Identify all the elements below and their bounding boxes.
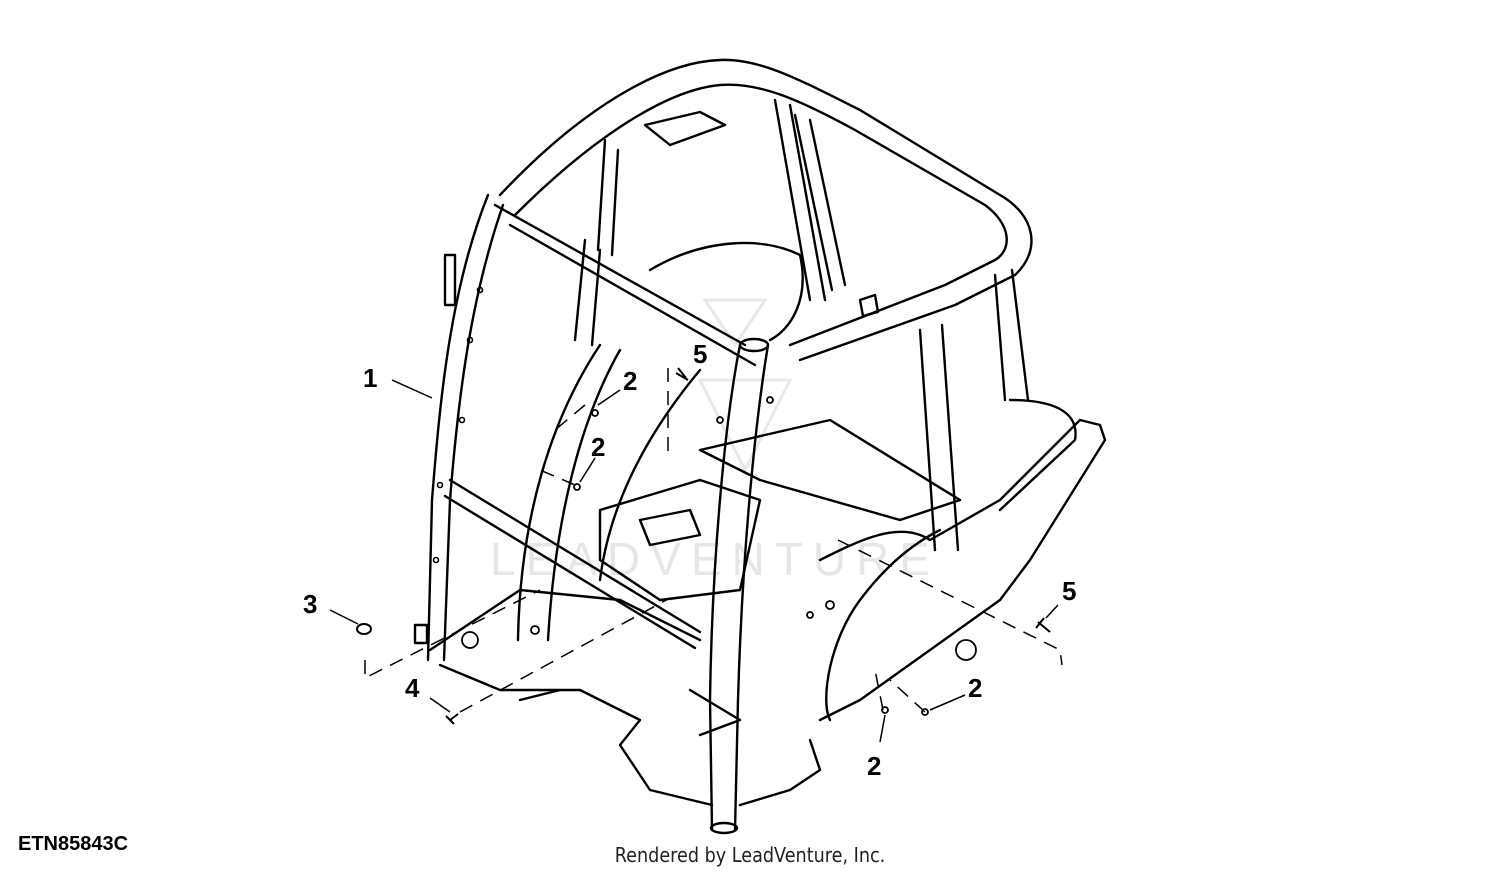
left-arch-tube bbox=[426, 193, 505, 662]
cab-frame-drawing bbox=[413, 58, 1107, 835]
callout-2-lower-right: 2 bbox=[968, 673, 982, 703]
right-pillar bbox=[918, 323, 960, 552]
figure-id: ETN85843C bbox=[18, 833, 129, 855]
credit-text: Rendered by LeadVenture, Inc. bbox=[614, 843, 886, 867]
callout-2-mid: 2 bbox=[591, 432, 605, 462]
callouts: 1 2 2 2 2 3 4 5 5 bbox=[303, 339, 1076, 781]
hardware-parts bbox=[356, 367, 1051, 725]
part-3-plug bbox=[356, 623, 372, 635]
callout-1: 1 bbox=[363, 363, 377, 393]
rear-center-posts bbox=[773, 98, 847, 302]
floor-panel bbox=[428, 588, 714, 807]
part-5-bolt-front bbox=[675, 367, 689, 381]
part-5-bolt-rear bbox=[1035, 617, 1051, 633]
callout-2-bottom: 2 bbox=[867, 751, 881, 781]
front-right-pillar bbox=[708, 343, 770, 832]
roof-frame-inner bbox=[513, 83, 1008, 347]
interior-deck bbox=[698, 418, 962, 522]
assembly-lines bbox=[364, 368, 1063, 713]
callout-3: 3 bbox=[303, 589, 317, 619]
watermark-logo bbox=[697, 298, 793, 474]
callout-2-upper: 2 bbox=[623, 366, 637, 396]
callout-5-front: 5 bbox=[693, 339, 707, 369]
leader-lines bbox=[329, 379, 1059, 743]
callout-4: 4 bbox=[405, 673, 420, 703]
left-cross-tube bbox=[443, 478, 702, 650]
left-fender bbox=[516, 343, 622, 642]
callout-5-rear: 5 bbox=[1062, 576, 1076, 606]
part-4-bolt bbox=[445, 713, 459, 725]
center-tower bbox=[648, 241, 804, 342]
front-cross-bar bbox=[493, 203, 757, 367]
roof-frame-outer bbox=[498, 58, 1033, 362]
right-fender-box bbox=[818, 418, 1107, 722]
rear-left-post bbox=[573, 138, 620, 347]
